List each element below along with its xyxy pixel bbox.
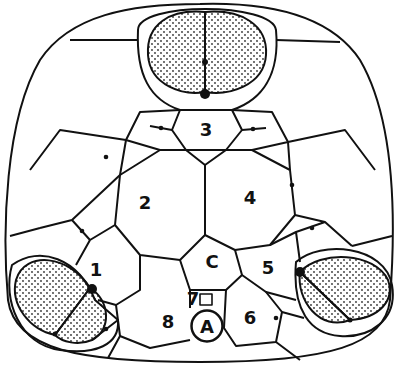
- cell-number: 7: [187, 290, 200, 308]
- cell-number: 4: [244, 189, 257, 207]
- cell-number: 6: [244, 309, 257, 327]
- circled-cell: A: [190, 309, 224, 343]
- cell-number: 8: [162, 313, 175, 331]
- cell-number: 1: [90, 261, 103, 279]
- cell-number: 3: [200, 121, 213, 139]
- cell-number: 2: [139, 194, 152, 212]
- cell-number: C: [205, 253, 218, 271]
- cell-number: 5: [262, 259, 275, 277]
- cell-letter: A: [190, 316, 224, 337]
